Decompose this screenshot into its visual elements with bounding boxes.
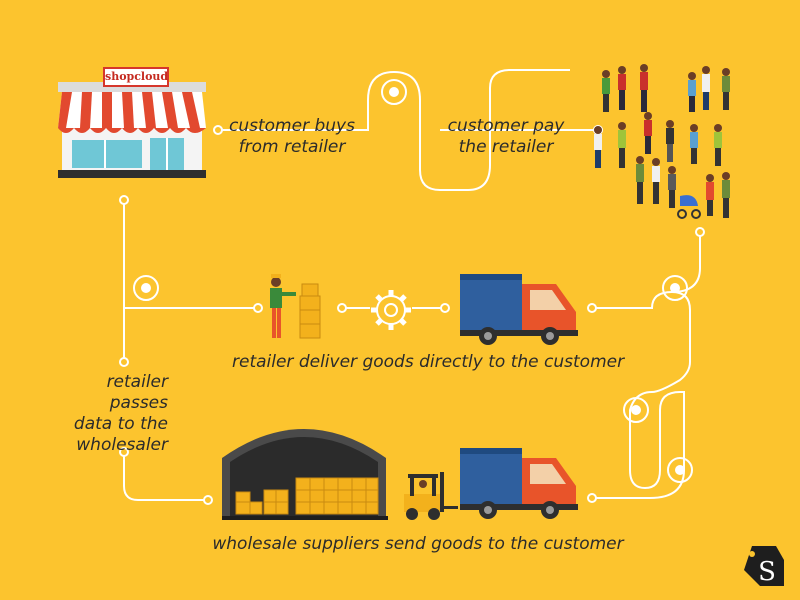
target-rings [134, 80, 692, 482]
delivery-truck-icon [460, 274, 578, 345]
label-retailer-passes-line4: wholesaler [56, 435, 168, 456]
logo-s-icon: S [744, 546, 784, 587]
delivery-truck-icon-bottom [460, 448, 578, 519]
crowd-icon [594, 64, 730, 218]
label-retailer-passes-line3: data to the [56, 414, 168, 435]
right-flow-line-2 [592, 292, 690, 498]
node-shop-bottom [120, 196, 128, 204]
label-customer-buys-line2: from retailer [222, 137, 362, 158]
node-bottom-a [204, 496, 212, 504]
label-customer-buys-line1: customer buys [222, 116, 362, 137]
label-customer-pay: customer pay the retailer [444, 116, 568, 158]
gear-icon [371, 290, 411, 330]
shop-sign: shopcloud [103, 67, 169, 87]
label-retailer-passes: retailer passes data to the wholesaler [56, 372, 168, 456]
node-mid-c [441, 304, 449, 312]
storefront-icon [58, 82, 206, 178]
stroller-icon [678, 195, 700, 218]
worker-icon [270, 274, 320, 338]
label-retailer-deliver: retailer deliver goods directly to the c… [232, 352, 610, 373]
label-retailer-passes-line2: passes [56, 393, 168, 414]
label-customer-buys: customer buys from retailer [222, 116, 362, 158]
flow-nodes [120, 126, 704, 504]
label-customer-pay-line1: customer pay [444, 116, 568, 137]
node-top-left [214, 126, 222, 134]
node-left-mid [120, 358, 128, 366]
node-people [696, 228, 704, 236]
label-wholesale-send: wholesale suppliers send goods to the cu… [212, 534, 624, 555]
svg-text:S: S [758, 557, 776, 587]
label-customer-pay-line2: the retailer [444, 137, 568, 158]
node-bottom-b [588, 494, 596, 502]
flow-lines [124, 70, 700, 500]
label-retailer-passes-line1: retailer [56, 372, 168, 393]
forklift-icon [404, 472, 458, 520]
node-mid-d [588, 304, 596, 312]
warehouse-icon [222, 429, 388, 520]
left-flow-line-bottom [124, 452, 208, 500]
node-mid-b [338, 304, 346, 312]
node-mid-a [254, 304, 262, 312]
